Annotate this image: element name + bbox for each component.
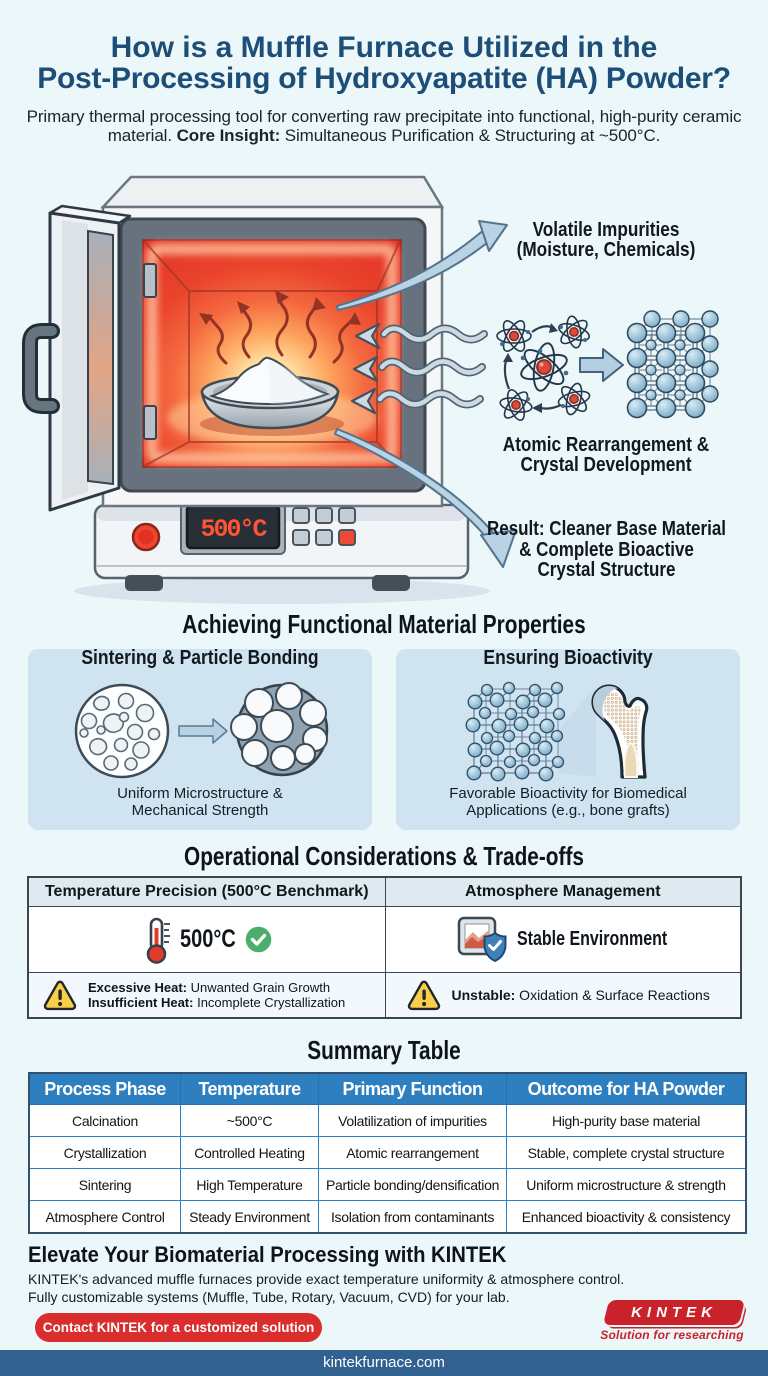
svg-text:500°C: 500°C	[200, 515, 267, 544]
